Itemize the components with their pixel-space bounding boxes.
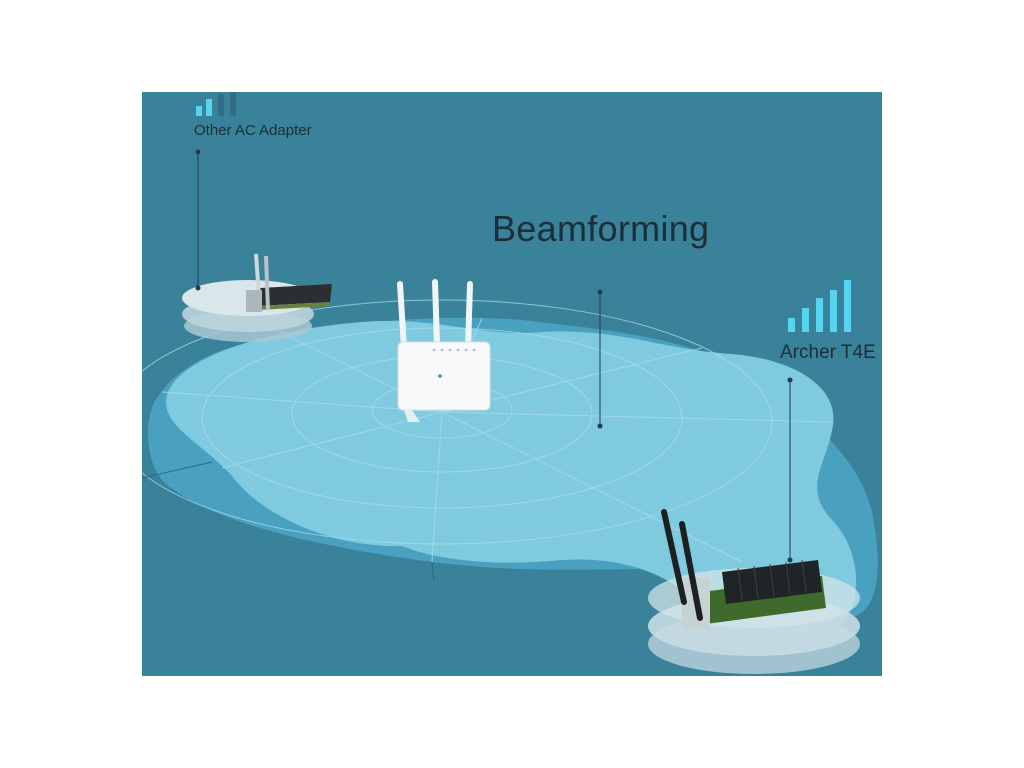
signal-bars-icon-other (196, 92, 236, 116)
archer-t4e-icon (661, 509, 826, 630)
archer-adapter-label: Archer T4E (780, 342, 876, 363)
callout-lines (195, 149, 793, 563)
other-adapter-label: Other AC Adapter (194, 122, 312, 139)
beamforming-title: Beamforming (492, 208, 710, 249)
signal-bars-icon-archer (788, 280, 851, 332)
beamforming-illustration: Other AC Adapter Beamforming Archer T4E (142, 92, 882, 676)
pcie-adapter-icon (246, 253, 332, 312)
scene-graphic (142, 92, 878, 674)
coverage-area (166, 320, 857, 642)
router-icon (397, 279, 491, 422)
floor-grid (142, 461, 435, 583)
